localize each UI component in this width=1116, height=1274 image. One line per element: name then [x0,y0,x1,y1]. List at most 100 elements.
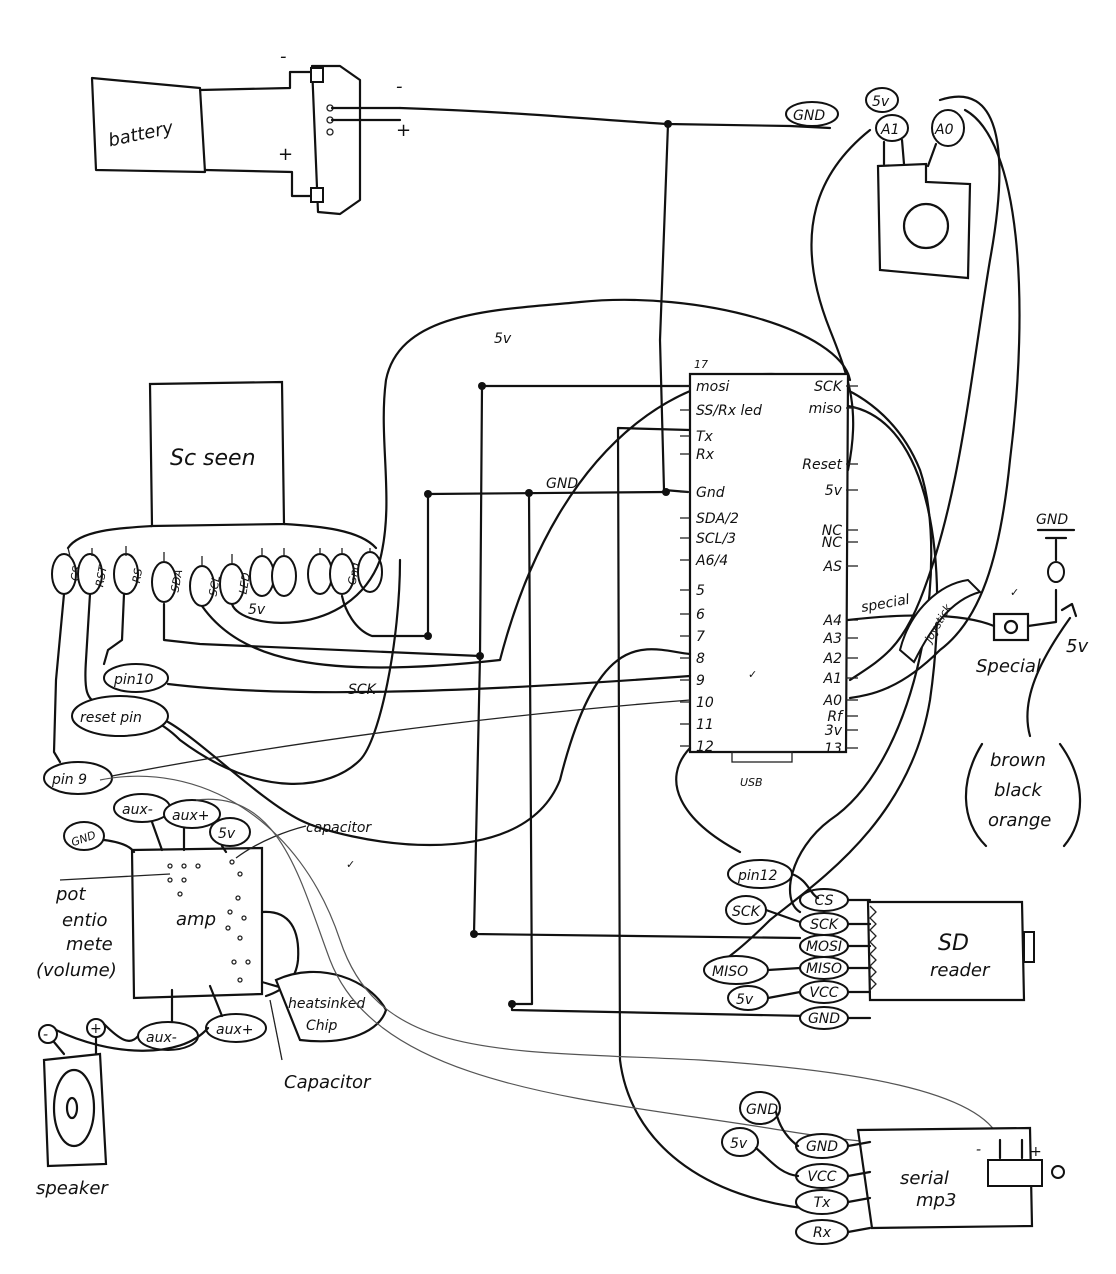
arduino-right-pin-label: miso [809,401,842,417]
button-5v-tag: 5v [1066,636,1088,657]
arduino-right-pin-label: A4 [823,613,842,629]
speaker-plus-terminal: + [90,1021,102,1037]
arduino-left-pin-label: mosi [696,379,729,395]
sd-pin-label: VCC [809,985,838,1001]
amp-label: amp [176,909,216,930]
left-tags: pin10 reset pin pin 9 [43,592,692,846]
capacitor-bottom-label: Capacitor [284,1072,372,1093]
sd-label-2: reader [930,960,991,981]
joystick-gnd-tag: GND [793,108,825,124]
mp3-pin-label: GND [806,1139,838,1155]
sd-reader: SD reader [866,900,1035,1002]
mp3-jack-plus: + [1030,1144,1042,1160]
joystick-5v-tag: 5v [872,94,890,110]
arduino-right-pin-label: A1 [823,671,842,687]
capacitor-top-label: capacitor [306,820,372,836]
reset-pin-tag: reset pin [80,710,142,726]
plug-plus-label: + [396,120,411,141]
heatsink-label-1: heatsinked [288,996,365,1012]
arduino-top-pin: 17 [694,358,708,371]
sd-pin-label: CS [815,893,834,909]
arduino-left-pin-label: 6 [696,607,705,623]
arduino-left-pin-label: 8 [696,651,705,667]
battery-label: battery [106,117,175,151]
speaker: speaker - + [36,1018,210,1199]
arduino-right-pin-label: AS [823,559,843,575]
amp-aux-plus-top: aux+ [172,808,209,824]
battery: battery - + [90,46,320,198]
screen-pin-led: LED [237,572,254,595]
arduino-left-pin-label: A6/4 [695,553,728,569]
sd-pin12-tag: pin12 [737,868,778,884]
pin9-tag: pin 9 [51,772,87,788]
sd-tags: pin12 SCK MISO 5v [675,746,820,1011]
sd-pins: CS SCK MOSI MISO VCC GND [799,888,872,1030]
mp3-pin-lead [846,1140,872,1148]
sd-sck-tag: SCK [732,904,762,920]
sd-pin-label: SCK [810,917,840,933]
screen-pin-sda: SDA [169,568,186,593]
mp3-pin-label: Tx [814,1195,832,1211]
arduino-left-pin-label: 7 [696,629,705,645]
button-check-mark: ✓ [1010,586,1019,599]
sd-pin-label: MISO [806,961,842,977]
arduino-right-pin-label: 3v [825,723,843,739]
mp3-pin-lead [846,1196,872,1204]
battery-plus-label: + [278,144,293,165]
pot-label-3: mete [66,934,113,955]
battery-plug: - + [310,64,411,216]
color-note-1: brown [990,750,1046,771]
mp3-label-2: mp3 [916,1190,956,1211]
mp3-pin-lead [846,1226,872,1234]
pot-label-2: entio [62,910,108,931]
mp3-pin-label: Rx [813,1225,832,1241]
amp-5v-tag: 5v [218,826,236,842]
sd-miso-tag: MISO [712,964,748,980]
sd-pin-label: GND [808,1011,840,1027]
arduino-left-pin-label: SCL/3 [696,531,736,547]
arduino-board: USB 17 ✓ [688,358,850,789]
arduino-left-pin-label: SS/Rx led [696,403,762,419]
screen-label: Sc seen [170,446,256,471]
pin10-tag: pin10 [113,672,154,688]
amp-aux-plus-bottom: aux+ [216,1022,253,1038]
arduino-right-pin-label: A0 [823,693,843,709]
arduino-left-pin-label: 9 [696,673,705,689]
color-note-3: orange [988,810,1051,831]
color-note: brown black orange [964,742,1082,848]
arduino-right-pin-label: Rf [827,709,844,725]
mp3-tags: GND 5v [721,1091,800,1178]
screen-pins: CS RST RS SDA SCL LED Gnd [51,546,383,607]
arduino-left-pin-label: Gnd [696,485,725,501]
pot-label-1: pot [55,884,86,905]
heatsink-label-2: Chip [306,1018,338,1034]
screen-pin-rst: RST [93,563,110,588]
sd-pin-label: MOSI [806,939,842,955]
special-label: Special [976,656,1041,677]
wire-gnd-label: GND [546,476,578,492]
mp3-jack-minus: - [976,1142,981,1158]
check-mark: ✓ [748,668,757,681]
button-gnd-tag: GND [1036,512,1068,528]
arduino-right-pin-label: Reset [802,457,842,473]
arduino-right-pin-label: NC [822,523,842,539]
wire-special-label: special [860,592,911,616]
screen-pin-rs: RS [130,567,145,584]
arduino-right-pin-label: SCK [814,379,844,395]
arduino-left-pin-label: SDA/2 [696,511,739,527]
plug-minus-label: - [396,76,403,97]
speaker-label: speaker [36,1178,109,1199]
arduino-right-pin-label: A3 [823,631,842,647]
amp-aux-minus-bottom: aux- [146,1030,177,1046]
joystick-a1-tag: A1 [880,122,899,138]
arduino-left-pin-label: Rx [696,447,715,463]
mp3-gnd-tag: GND [746,1102,778,1118]
battery-minus-label: - [280,46,287,67]
wire-5v-label: 5v [494,331,512,347]
joystick-a0-tag: A0 [934,122,954,138]
screen-pin-scl: SCL [207,574,223,597]
